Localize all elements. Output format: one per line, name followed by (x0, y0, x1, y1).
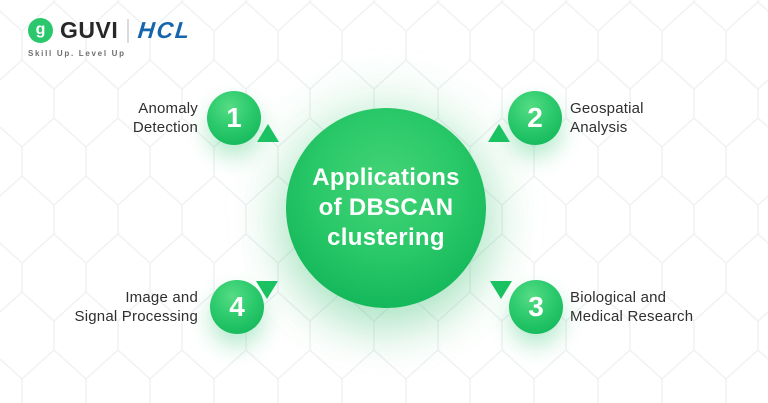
arrow-down-icon-4 (256, 281, 278, 299)
center-topic-bubble: Applications of DBSCAN clustering (286, 108, 486, 308)
center-title-line-1: Applications (312, 164, 460, 191)
item-label-line: Analysis (570, 119, 628, 136)
center-title-line-2: of DBSCAN (318, 194, 454, 221)
hcl-wordmark: HCL (136, 17, 193, 43)
guvi-logo-icon: g (28, 18, 53, 43)
guvi-wordmark: GUVI (60, 17, 119, 43)
item-label-line: Detection (132, 119, 198, 136)
node-number-4: 4 (229, 291, 245, 322)
node-circle-2: 2 (508, 91, 562, 145)
item-label-line: Anomaly (138, 100, 198, 117)
node-circle-1: 1 (207, 91, 261, 145)
arrow-down-icon-3 (490, 281, 512, 299)
brand-divider (127, 18, 130, 43)
item-label-anomaly-detection: Anomaly Detection (70, 99, 198, 137)
item-label-line: Signal Processing (74, 308, 198, 325)
arrow-up-icon-1 (257, 124, 279, 142)
node-circle-3: 3 (509, 280, 563, 334)
item-label-biological-medical-research: Biological and Medical Research (570, 288, 730, 326)
center-title: Applications of DBSCAN clustering (312, 163, 460, 253)
item-label-line: Medical Research (570, 308, 694, 325)
guvi-logo-glyph: g (35, 20, 46, 38)
center-title-line-3: clustering (327, 224, 445, 251)
item-label-line: Geospatial (570, 100, 644, 117)
node-circle-4: 4 (210, 280, 264, 334)
item-label-line: Image and (125, 289, 198, 306)
node-number-3: 3 (528, 291, 544, 322)
item-label-line: Biological and (570, 289, 667, 306)
node-number-1: 1 (226, 102, 242, 133)
item-label-geospatial-analysis: Geospatial Analysis (570, 99, 720, 137)
node-number-2: 2 (527, 102, 543, 133)
arrow-up-icon-2 (488, 124, 510, 142)
brand-header: g GUVI HCL Skill Up. Level Up (28, 17, 193, 58)
brand-tagline: Skill Up. Level Up (28, 49, 126, 58)
item-label-image-signal-processing: Image and Signal Processing (60, 288, 198, 326)
